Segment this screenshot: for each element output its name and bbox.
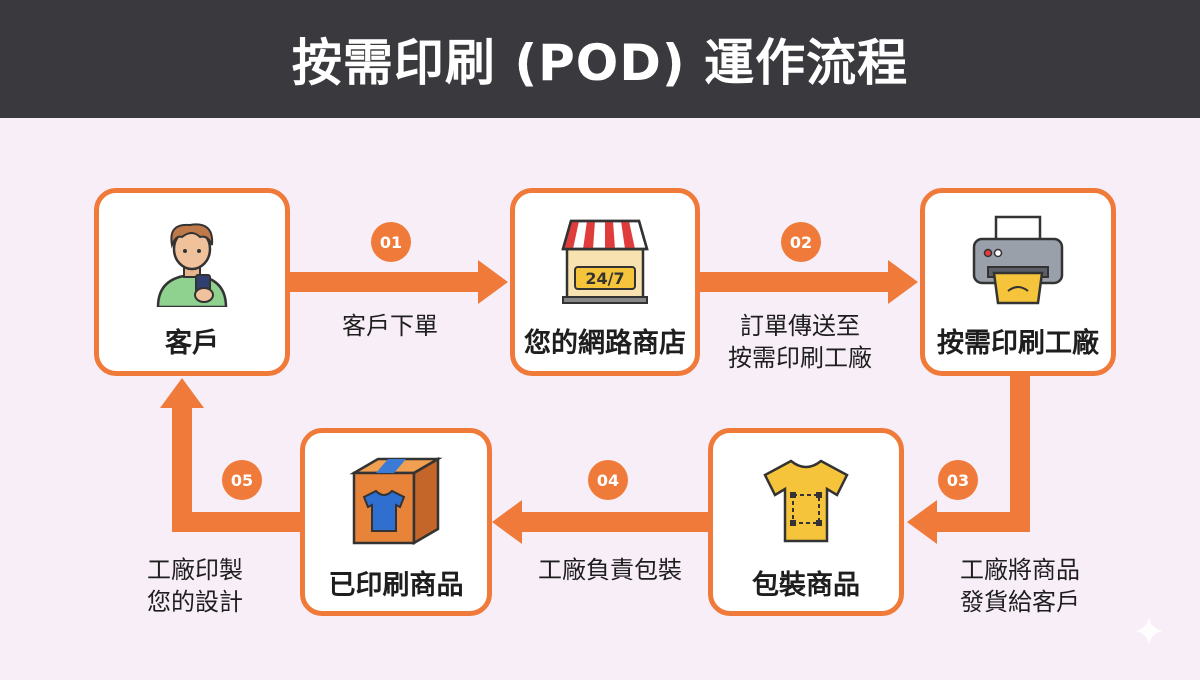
edge-label-01: 客戶下單: [300, 310, 480, 342]
edge-label-05-line2: 您的設計: [147, 588, 243, 616]
node-packaged-label: 包裝商品: [752, 570, 860, 601]
step-badge-03: 03: [938, 460, 978, 500]
edge-arrow-04: [492, 500, 710, 544]
store-sign-text: 24/7: [585, 269, 624, 288]
node-store: 24/7 您的網路商店: [510, 188, 700, 376]
edge-label-01-line1: 客戶下單: [342, 312, 438, 340]
page-title: 按需印刷 (POD) 運作流程: [291, 34, 909, 92]
edge-arrow-05: [160, 378, 300, 532]
node-packaged: 包裝商品: [708, 428, 904, 616]
edge-label-05: 工廠印製 您的設計: [120, 554, 270, 618]
edge-label-03: 工廠將商品 發貨給客戶: [930, 554, 1110, 618]
edge-label-03-line2: 發貨給客戶: [960, 588, 1080, 616]
box-with-shirt-icon: [349, 456, 443, 546]
node-printed: 已印刷商品: [300, 428, 492, 616]
step-badge-04: 04: [588, 460, 628, 500]
edge-arrow-01: [290, 260, 508, 304]
edge-label-02-line2: 按需印刷工廠: [728, 344, 872, 372]
node-factory: 按需印刷工廠: [920, 188, 1116, 376]
edge-label-05-line1: 工廠印製: [147, 556, 243, 584]
edge-arrow-03: [907, 376, 1030, 544]
node-factory-label: 按需印刷工廠: [937, 328, 1099, 359]
step-badge-01: 01: [371, 222, 411, 262]
step-badge-05: 05: [222, 460, 262, 500]
sparkle-icon: [1135, 617, 1163, 645]
person-with-phone-icon: [156, 223, 228, 307]
node-printed-label: 已印刷商品: [328, 570, 464, 601]
edge-arrow-02: [700, 260, 918, 304]
flow-diagram: 客戶 24/7 您的網路商店 按需印刷工廠: [0, 118, 1200, 680]
node-store-label: 您的網路商店: [524, 328, 686, 359]
step-badge-02: 02: [781, 222, 821, 262]
storefront-icon: 24/7: [561, 219, 649, 304]
edge-label-02-line1: 訂單傳送至: [740, 312, 860, 340]
node-customer-label: 客戶: [165, 328, 219, 359]
edge-label-04: 工廠負責包裝: [510, 554, 710, 586]
edge-label-02: 訂單傳送至 按需印刷工廠: [700, 310, 900, 374]
tshirt-icon: [763, 459, 849, 543]
header-bar: 按需印刷 (POD) 運作流程: [0, 0, 1200, 118]
node-customer: 客戶: [94, 188, 290, 376]
printer-icon: [972, 215, 1064, 305]
edge-label-03-line1: 工廠將商品: [960, 556, 1080, 584]
connector-layer: [160, 260, 1030, 544]
edge-label-04-line1: 工廠負責包裝: [538, 556, 682, 584]
